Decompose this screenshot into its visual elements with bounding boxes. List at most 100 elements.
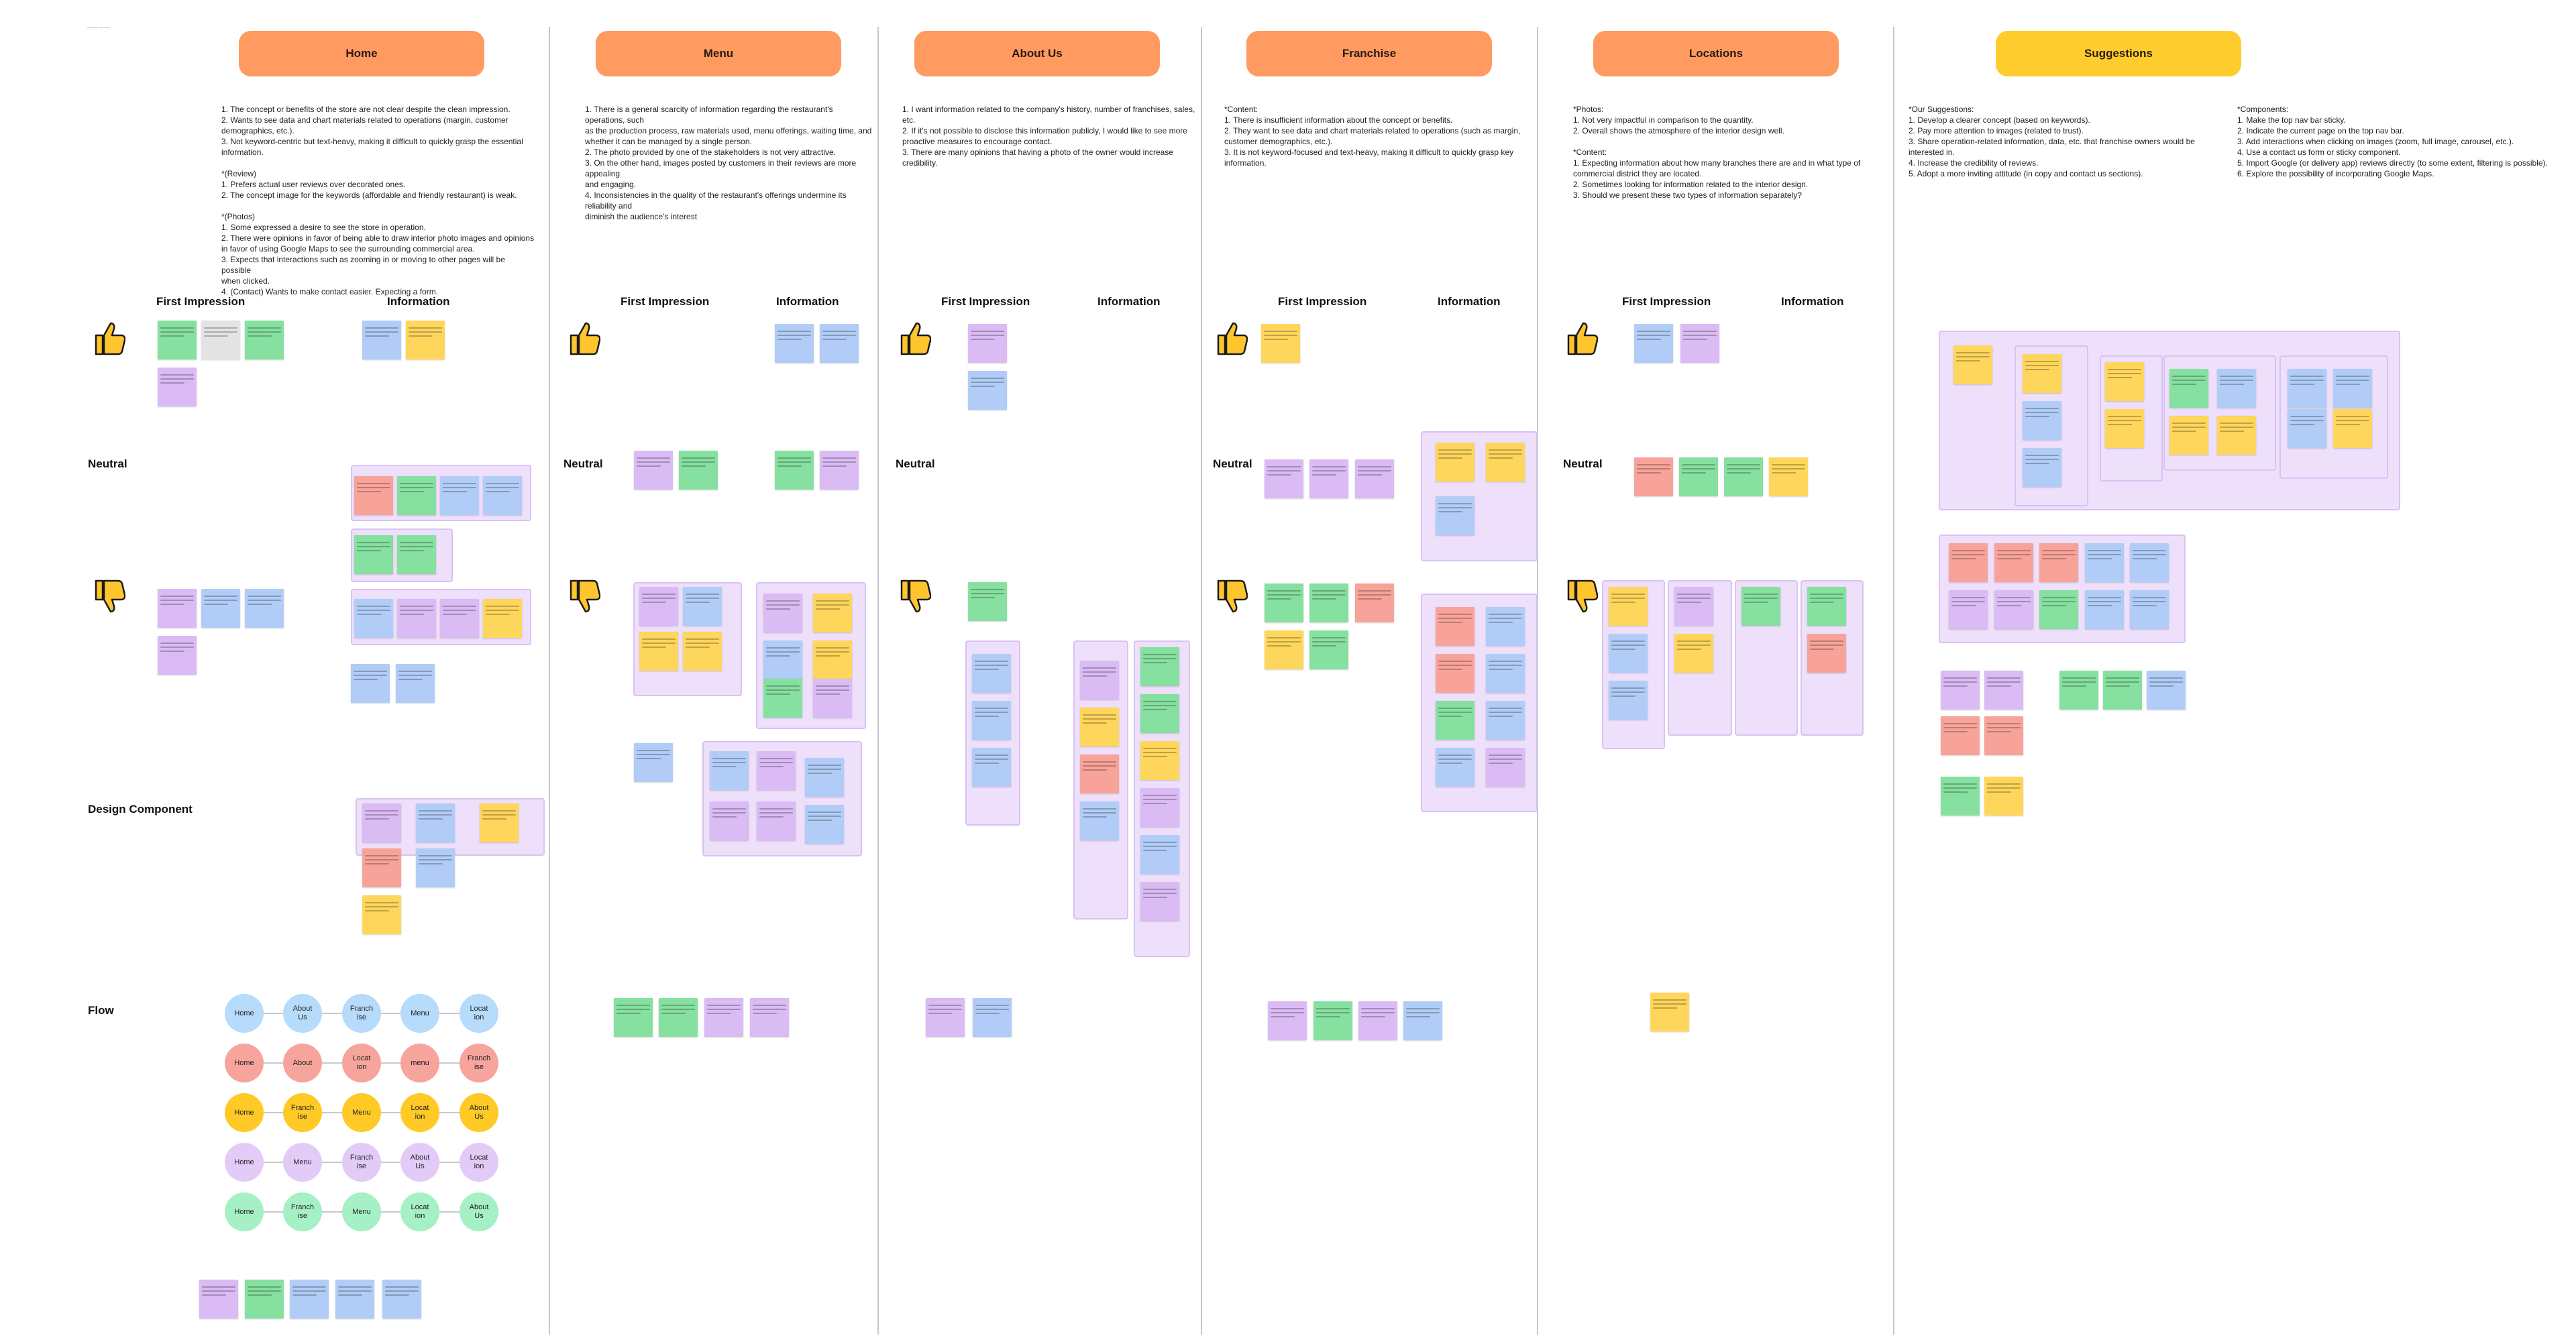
sticky-note[interactable] bbox=[406, 321, 445, 359]
flow-step[interactable]: Locat ion bbox=[342, 1044, 381, 1082]
sticky-note[interactable] bbox=[1486, 748, 1525, 787]
section-header-locations[interactable]: Locations bbox=[1593, 31, 1839, 76]
sticky-note[interactable] bbox=[1140, 835, 1179, 874]
sticky-note[interactable] bbox=[1634, 457, 1673, 496]
sticky-note[interactable] bbox=[775, 451, 814, 490]
sticky-note[interactable] bbox=[2333, 409, 2372, 448]
sticky-note[interactable] bbox=[679, 451, 718, 490]
sticky-note[interactable] bbox=[1265, 583, 1303, 622]
sticky-note[interactable] bbox=[1807, 587, 1846, 626]
sticky-note[interactable] bbox=[805, 805, 844, 844]
sticky-note[interactable] bbox=[245, 1280, 284, 1319]
flow-step[interactable]: Home bbox=[225, 1143, 264, 1182]
sticky-note[interactable] bbox=[1941, 671, 1980, 710]
sticky-note[interactable] bbox=[1609, 634, 1648, 673]
flow-step[interactable]: Locat ion bbox=[400, 1192, 439, 1231]
sticky-note[interactable] bbox=[1953, 345, 1992, 384]
flow-step[interactable]: Franch ise bbox=[283, 1192, 322, 1231]
sticky-note[interactable] bbox=[1941, 777, 1980, 816]
sticky-note[interactable] bbox=[245, 589, 284, 628]
sticky-note[interactable] bbox=[1769, 457, 1808, 496]
sticky-note[interactable] bbox=[1984, 777, 2023, 816]
sticky-note[interactable] bbox=[483, 599, 522, 638]
sticky-note[interactable] bbox=[1680, 324, 1719, 363]
sticky-note[interactable] bbox=[1140, 788, 1179, 827]
sticky-note[interactable] bbox=[397, 599, 436, 638]
sticky-note[interactable] bbox=[639, 587, 678, 626]
sticky-note[interactable] bbox=[2217, 369, 2256, 408]
sticky-note[interactable] bbox=[614, 998, 653, 1037]
flow-step[interactable]: About bbox=[283, 1044, 322, 1082]
flow-step[interactable]: Locat ion bbox=[460, 1143, 498, 1182]
sticky-note[interactable] bbox=[158, 368, 197, 406]
sticky-note[interactable] bbox=[683, 587, 722, 626]
sticky-note[interactable] bbox=[1080, 661, 1119, 700]
sticky-note[interactable] bbox=[805, 758, 844, 797]
sticky-note[interactable] bbox=[1140, 882, 1179, 921]
flow-step[interactable]: About Us bbox=[283, 994, 322, 1033]
sticky-note[interactable] bbox=[2169, 416, 2208, 455]
sticky-note[interactable] bbox=[757, 801, 796, 840]
sticky-note[interactable] bbox=[382, 1280, 421, 1319]
sticky-note[interactable] bbox=[757, 751, 796, 790]
sticky-note[interactable] bbox=[2288, 409, 2326, 448]
sticky-note[interactable] bbox=[1436, 701, 1474, 740]
sticky-note[interactable] bbox=[2130, 543, 2169, 582]
sticky-note[interactable] bbox=[1140, 741, 1179, 780]
sticky-note[interactable] bbox=[1941, 716, 1980, 755]
sticky-note[interactable] bbox=[2023, 401, 2061, 440]
sticky-note[interactable] bbox=[2147, 671, 2186, 710]
sticky-note[interactable] bbox=[1674, 587, 1713, 626]
sticky-note[interactable] bbox=[2130, 590, 2169, 629]
sticky-note[interactable] bbox=[1309, 630, 1348, 669]
sticky-note[interactable] bbox=[1609, 681, 1648, 720]
sticky-note[interactable] bbox=[1994, 543, 2033, 582]
sticky-note[interactable] bbox=[1313, 1001, 1352, 1040]
sticky-note[interactable] bbox=[1261, 324, 1300, 363]
sticky-note[interactable] bbox=[2217, 416, 2256, 455]
sticky-note[interactable] bbox=[972, 748, 1011, 787]
sticky-note[interactable] bbox=[354, 476, 393, 515]
sticky-note[interactable] bbox=[2085, 590, 2124, 629]
sticky-note[interactable] bbox=[710, 801, 749, 840]
flow-step[interactable]: About Us bbox=[460, 1093, 498, 1132]
sticky-note[interactable] bbox=[1486, 443, 1525, 482]
flow-step[interactable]: Home bbox=[225, 1192, 264, 1231]
sticky-note[interactable] bbox=[813, 594, 852, 632]
sticky-note[interactable] bbox=[290, 1280, 329, 1319]
flow-step[interactable]: About Us bbox=[400, 1143, 439, 1182]
sticky-note[interactable] bbox=[1140, 694, 1179, 733]
section-header-menu[interactable]: Menu bbox=[596, 31, 841, 76]
sticky-note[interactable] bbox=[1268, 1001, 1307, 1040]
sticky-note[interactable] bbox=[972, 654, 1011, 693]
sticky-note[interactable] bbox=[440, 476, 479, 515]
sticky-note[interactable] bbox=[1486, 701, 1525, 740]
sticky-note[interactable] bbox=[397, 535, 436, 574]
sticky-note[interactable] bbox=[1436, 496, 1474, 535]
sticky-note[interactable] bbox=[972, 701, 1011, 740]
section-header-home[interactable]: Home bbox=[239, 31, 484, 76]
sticky-note[interactable] bbox=[1080, 755, 1119, 793]
sticky-note[interactable] bbox=[1265, 630, 1303, 669]
sticky-note[interactable] bbox=[158, 636, 197, 675]
sticky-note[interactable] bbox=[1403, 1001, 1442, 1040]
flow-step[interactable]: Franch ise bbox=[283, 1093, 322, 1132]
sticky-note[interactable] bbox=[813, 640, 852, 679]
sticky-note[interactable] bbox=[362, 895, 401, 934]
sticky-note[interactable] bbox=[416, 803, 455, 842]
sticky-note[interactable] bbox=[362, 803, 401, 842]
sticky-note[interactable] bbox=[362, 321, 401, 359]
sticky-note[interactable] bbox=[1984, 716, 2023, 755]
sticky-note[interactable] bbox=[2023, 448, 2061, 487]
sticky-note[interactable] bbox=[245, 321, 284, 359]
flow-step[interactable]: Home bbox=[225, 1044, 264, 1082]
sticky-note[interactable] bbox=[1984, 671, 2023, 710]
sticky-note[interactable] bbox=[926, 998, 965, 1037]
flow-step[interactable]: Franch ise bbox=[460, 1044, 498, 1082]
flow-step[interactable]: Menu bbox=[342, 1192, 381, 1231]
flow-step[interactable]: Locat ion bbox=[400, 1093, 439, 1132]
flow-step[interactable]: Menu bbox=[400, 994, 439, 1033]
sticky-note[interactable] bbox=[2039, 543, 2078, 582]
flow-step[interactable]: Franch ise bbox=[342, 1143, 381, 1182]
sticky-note[interactable] bbox=[201, 589, 240, 628]
